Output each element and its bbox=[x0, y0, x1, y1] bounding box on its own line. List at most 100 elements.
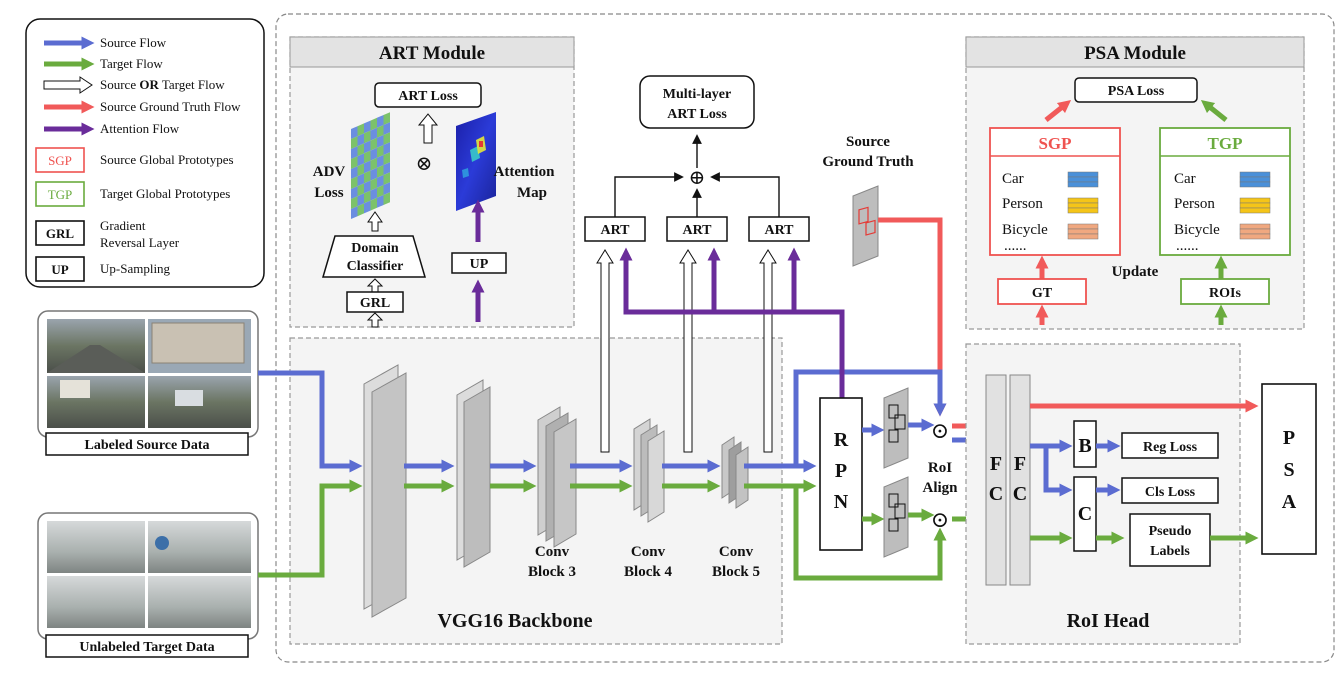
adv-grid-cell bbox=[351, 146, 358, 159]
source-proposals-plane bbox=[883, 387, 909, 469]
unlabeled-target-caption-box bbox=[45, 634, 249, 658]
psa-letter-p: P bbox=[1283, 427, 1295, 449]
source-road-1 bbox=[47, 345, 145, 373]
target-proposal-3 bbox=[888, 518, 899, 532]
rpn-letter-p: P bbox=[835, 460, 847, 482]
source-proposal-2 bbox=[894, 414, 906, 430]
legend-either-flow: Source OR Target Flow bbox=[100, 77, 225, 92]
backbone-title: VGG16 Backbone bbox=[437, 610, 592, 632]
adv-grid-cell bbox=[364, 180, 371, 194]
adv-grid-cell bbox=[370, 127, 377, 141]
target-image-4 bbox=[148, 576, 251, 628]
reg-loss-label: Reg Loss bbox=[1143, 440, 1198, 455]
sgp-prototype-bar bbox=[1067, 207, 1099, 214]
psa-letter-a: A bbox=[1282, 491, 1297, 513]
unlabeled-target-data: Unlabeled Target Data bbox=[37, 512, 259, 658]
art-block3-box bbox=[584, 216, 646, 242]
prototype-stacks bbox=[1067, 171, 1271, 240]
adv-grid-cell bbox=[351, 186, 358, 199]
art3-to-oplus bbox=[614, 172, 684, 217]
multi-layer-art: Multi-layer ART Loss ⊕ ART ART ART bbox=[584, 75, 810, 242]
adv-grid-cell bbox=[357, 123, 364, 137]
unlabeled-target-caption: Unlabeled Target Data bbox=[79, 640, 214, 655]
legend-grl-desc-2: Reversal Layer bbox=[100, 235, 180, 250]
adv-grid-cell bbox=[370, 117, 377, 131]
tgp-prototype-bar bbox=[1239, 171, 1271, 178]
adv-grid-cell bbox=[383, 182, 390, 195]
art-block3-label: ART bbox=[600, 223, 630, 238]
adv-grid-cell bbox=[377, 125, 384, 138]
adv-grid-cell bbox=[351, 196, 358, 209]
rpn-block: R P N ⊙ ⊙ RoI Align bbox=[819, 387, 983, 558]
cls-loss-label: Cls Loss bbox=[1145, 485, 1196, 500]
grl-label: GRL bbox=[360, 296, 390, 311]
adv-grid-cell bbox=[357, 203, 364, 217]
c-box bbox=[1073, 476, 1097, 552]
conv5-line1: Conv bbox=[719, 544, 754, 560]
adv-grid-cell bbox=[364, 190, 371, 204]
legend-grl-tag: GRL bbox=[46, 226, 75, 241]
adv-grid-cell bbox=[364, 160, 371, 174]
adv-grid-cell bbox=[370, 137, 377, 151]
adv-grid-cell bbox=[383, 112, 390, 125]
grl-to-classifier-arrow bbox=[366, 278, 384, 293]
reg-loss-box bbox=[1121, 432, 1219, 459]
psa-rois-box bbox=[1180, 278, 1270, 305]
adv-grid-cell bbox=[357, 153, 364, 167]
attention-hotspot-3 bbox=[479, 141, 483, 147]
labeled-source-data: Labeled Source Data bbox=[37, 310, 259, 456]
adv-grid-cell bbox=[351, 166, 358, 179]
tgp-class-more: ...... bbox=[1176, 238, 1199, 254]
target-image-1 bbox=[47, 521, 145, 573]
attention-map-plane bbox=[456, 112, 496, 211]
legend-sgp-tag: SGP bbox=[48, 153, 72, 168]
c-label: C bbox=[1078, 503, 1092, 525]
fc-to-c-source bbox=[1030, 443, 1073, 497]
legend-sgp-desc: Source Global Prototypes bbox=[100, 152, 234, 167]
adv-grid-cell bbox=[377, 175, 384, 188]
art-module-header bbox=[289, 36, 575, 68]
sgp-prototype-bar bbox=[1067, 176, 1099, 183]
legend-grl-desc-1: Gradient bbox=[100, 218, 146, 233]
art-module-title: ART Module bbox=[379, 43, 485, 64]
sgp-prototype-bar bbox=[1067, 228, 1099, 235]
target-input-arrow bbox=[258, 479, 363, 578]
grl-box bbox=[346, 291, 404, 313]
adv-grid-cell bbox=[377, 165, 384, 178]
adv-grid-cell bbox=[383, 192, 390, 205]
adv-grid-cell bbox=[357, 133, 364, 147]
adv-grid-cell bbox=[370, 197, 377, 211]
adv-grid-cell bbox=[377, 145, 384, 158]
adv-grid-cell bbox=[364, 120, 371, 134]
art-loss-label: ART Loss bbox=[398, 89, 458, 104]
attention-map-line2: Map bbox=[517, 185, 547, 201]
source-to-roi-align bbox=[744, 369, 947, 469]
pseudo-labels-line2: Labels bbox=[1150, 544, 1190, 559]
gt-box-1 bbox=[858, 206, 869, 225]
roi-head-title: RoI Head bbox=[1067, 610, 1150, 632]
sgp-class-car: Car bbox=[1002, 171, 1024, 187]
adv-grid-cell bbox=[383, 172, 390, 185]
adv-loss-line2: Loss bbox=[314, 185, 343, 201]
psa-box bbox=[1261, 383, 1317, 555]
sgp-title: SGP bbox=[1038, 134, 1071, 153]
attention-flow bbox=[619, 247, 845, 398]
source-input-arrow bbox=[258, 370, 363, 473]
psa-loss-label: PSA Loss bbox=[1108, 84, 1165, 99]
roi-align-odot-source: ⊙ bbox=[931, 418, 949, 443]
adv-grid-cell bbox=[357, 183, 364, 197]
legend-source-flow: Source Flow bbox=[100, 35, 167, 50]
legend-up-tag: UP bbox=[51, 262, 68, 277]
tgp-class-bicycle: Bicycle bbox=[1174, 222, 1220, 238]
adv-grid-cell bbox=[357, 193, 364, 207]
tgp-class-person: Person bbox=[1174, 196, 1215, 212]
adv-grid-cell bbox=[351, 206, 358, 219]
adv-grid-cell bbox=[370, 157, 377, 171]
adv-grid-cell bbox=[357, 163, 364, 177]
block3-to-art-arrow bbox=[596, 249, 614, 453]
sgp-prototype-bar bbox=[1067, 202, 1099, 209]
conv3-line1: Conv bbox=[535, 544, 570, 560]
labeled-source-caption-box bbox=[45, 432, 249, 456]
roi-align-odot-target: ⊙ bbox=[931, 507, 949, 532]
